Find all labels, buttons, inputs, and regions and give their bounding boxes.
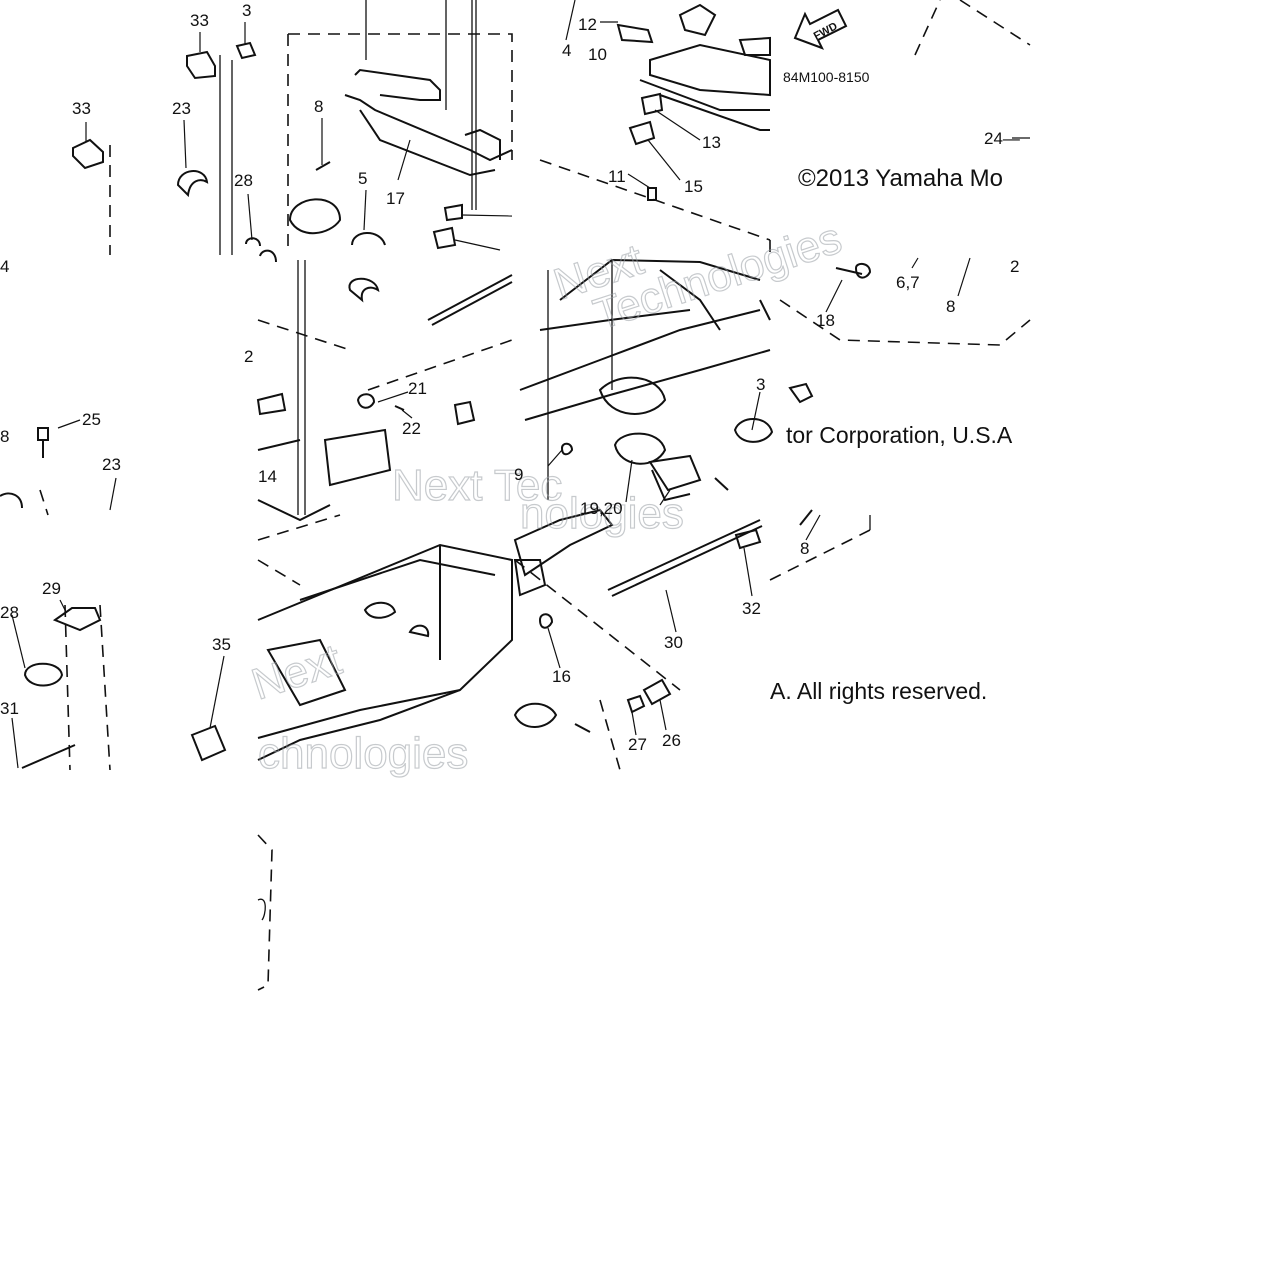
callout-label: 8 (946, 297, 955, 316)
callout-label: 28 (234, 171, 253, 190)
callout-label: 33 (72, 99, 91, 118)
callout-label: 27 (628, 735, 647, 754)
callout-label: 29 (42, 579, 61, 598)
callout-label: 30 (664, 633, 683, 652)
watermark-line: Next Tec (392, 461, 562, 510)
callout-label: 6,7 (896, 273, 920, 292)
callout-label: 35 (212, 635, 231, 654)
leader-lines (11, 0, 1030, 769)
callout-label: 23 (102, 455, 121, 474)
callout-label: 24— (984, 129, 1020, 148)
callout-label: 17 (386, 189, 405, 208)
watermark-line: chnologies (258, 729, 468, 778)
copyright-line-2: tor Corporation, U.S.A (786, 422, 1013, 448)
copyright-line-3: A. All rights reserved. (770, 678, 987, 704)
callout-label: 2 (1010, 257, 1019, 276)
callout-label: 8 (314, 97, 323, 116)
copyright-line-1: ©2013 Yamaha Mo (798, 165, 1003, 192)
callouts: 33 33 3 23 28 4 25 23 8 29 28 31 35 8 5 … (0, 1, 1020, 754)
assembly-outlines (39, 0, 1031, 991)
callout-label: 28 (0, 603, 19, 622)
callout-label: 3 (756, 375, 765, 394)
watermark-line: nologies (520, 489, 684, 538)
callout-label: 3 (242, 1, 251, 20)
callout-label: 15 (684, 177, 703, 196)
callout-label: 13 (702, 133, 721, 152)
callout-label: 4 (0, 257, 9, 276)
callout-label: 21 (408, 379, 427, 398)
callout-label: 19,20 (580, 499, 623, 518)
callout-label: 26 (662, 731, 681, 750)
callout-label: 12 (578, 15, 597, 34)
callout-label: 14 (258, 467, 277, 486)
callout-label: 8 (0, 427, 9, 446)
callout-label: 11 (608, 167, 626, 186)
callout-label: 16 (552, 667, 571, 686)
callout-label: 10 (588, 45, 607, 64)
callout-label: 2 (244, 347, 253, 366)
callout-label: 31 (0, 699, 19, 718)
callout-label: 9 (514, 465, 523, 484)
callout-label: 5 (358, 169, 367, 188)
diagram-code: 84M100-8150 (783, 69, 870, 85)
callout-label: 4 (562, 41, 571, 60)
forward-arrow-icon: FWD (793, 8, 848, 50)
callout-label: 25 (82, 410, 101, 429)
callout-label: 18 (816, 311, 835, 330)
callout-label: 8 (800, 539, 809, 558)
callout-label: 33 (190, 11, 209, 30)
callout-label: 32 (742, 599, 761, 618)
callout-label: 23 (172, 99, 191, 118)
frame-line-art (0, 0, 872, 921)
callout-label: 22 (402, 419, 421, 438)
